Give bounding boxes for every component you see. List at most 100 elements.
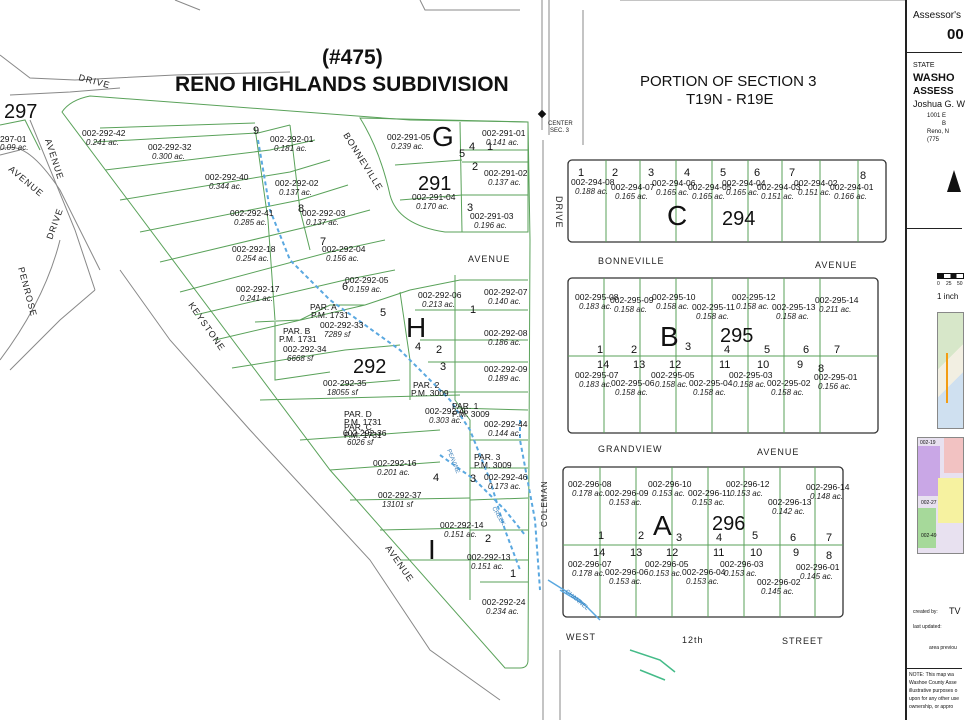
par-c-pm: P.M. 1731 [344, 430, 382, 440]
street-avenue-grand: AVENUE [757, 447, 799, 457]
note-1: NOTE: This map wa [909, 672, 954, 678]
block-letter-g: G [432, 121, 454, 152]
svg-text:2: 2 [436, 344, 442, 356]
parcel-apn: 002-295-04 [689, 378, 733, 388]
parcel-area: 0.153 ac. [692, 498, 725, 507]
parcel-area: 0.158 ac. [656, 302, 689, 311]
parcel-area: 0.153 ac. [652, 489, 685, 498]
parcel-297-01-acres: 0.09 ac. [0, 143, 28, 152]
parcel-area: 0.156 ac. [818, 382, 851, 391]
street-avenue-left2: AVENUE [7, 164, 46, 199]
svg-text:2: 2 [631, 344, 637, 356]
panel-washoe: WASHO [913, 72, 955, 84]
parcel-area: 0.153 ac. [609, 498, 642, 507]
block-296-lines [562, 466, 844, 618]
svg-text:3: 3 [440, 361, 446, 373]
parcel-apn: 002-296-10 [648, 479, 692, 489]
location-inset-map [937, 312, 964, 429]
parcel-area: 0.158 ac. [615, 388, 648, 397]
street-drive-top: DRIVE [77, 72, 111, 90]
parcel-apn: 002-292-35 [323, 378, 367, 388]
parcel-area: 0.239 ac. [391, 142, 424, 151]
township-label: T19N - R19E [686, 91, 774, 108]
svg-text:8: 8 [860, 170, 866, 182]
note-4: upon for any other use [909, 696, 960, 702]
svg-text:6: 6 [342, 281, 348, 293]
street-avenue-bonn: AVENUE [815, 260, 857, 270]
parcel-apn: 002-296-04 [682, 567, 726, 577]
scale-50: 50 [957, 281, 963, 287]
parcel-apn: 002-292-03 [302, 208, 346, 218]
parcel-apn: 002-292-05 [345, 275, 389, 285]
parcel-apn: 002-295-06 [611, 378, 655, 388]
note-3: illustrative purposes o [909, 688, 958, 694]
parcel-area: 0.170 ac. [416, 202, 449, 211]
parcel-apn: 002-296-12 [726, 479, 770, 489]
parcel-area: 0.153 ac. [686, 577, 719, 586]
parcel-apn: 002-296-07 [568, 559, 612, 569]
parcel-apn: 002-292-02 [275, 178, 319, 188]
parcel-area: 0.211 ac. [819, 305, 851, 314]
parcel-area: 7289 sf [324, 330, 351, 339]
parcel-apn: 002-296-02 [757, 577, 801, 587]
parcel-apn: 002-295-10 [652, 292, 696, 302]
parcel-apn: 002-291-03 [470, 211, 514, 221]
parcel-297-01: 297-01 [0, 134, 27, 144]
parcel-apn: 002-296-05 [645, 559, 689, 569]
block-number-292: 292 [353, 356, 386, 378]
svg-text:3: 3 [676, 532, 682, 544]
street-bonneville-diag: BONNEVILLE [341, 131, 385, 193]
block-297-lines [0, 119, 41, 156]
parcel-area: 0.137 ac. [279, 188, 312, 197]
portion-label: PORTION OF SECTION 3 [640, 73, 816, 90]
parcel-area: 0.145 ac. [761, 587, 794, 596]
street-west: WEST [566, 632, 596, 642]
parcel-area: 0.158 ac. [655, 380, 688, 389]
scale-bar [937, 273, 964, 279]
svg-text:7: 7 [789, 167, 795, 179]
parcel-labels: 002-292-420.241 ac.002-292-320.300 ac.00… [82, 128, 874, 616]
parcel-apn: 002-292-14 [440, 520, 484, 530]
parcel-apn: 002-292-45 [425, 406, 469, 416]
assessor-label: Assessor's [913, 10, 962, 21]
created-val: TV [949, 606, 961, 616]
svg-text:5: 5 [380, 307, 386, 319]
svg-text:8: 8 [298, 203, 304, 215]
par-2: PAR. 2 [413, 380, 440, 390]
parcel-apn: 002-296-01 [796, 562, 840, 572]
parcel-area: 0.158 ac. [733, 380, 766, 389]
parcel-area: 18055 sf [327, 388, 358, 397]
panel-addr2: B [942, 121, 947, 127]
parcel-apn: 002-292-16 [373, 458, 417, 468]
panel-state: STATE [913, 62, 935, 69]
parcel-apn: 002-292-44 [484, 419, 528, 429]
parcel-area: 0.186 ac. [488, 338, 521, 347]
svg-text:11: 11 [719, 359, 730, 371]
parcel-apn: 002-292-37 [378, 490, 422, 500]
parcel-apn: 002-294-03 [757, 182, 801, 192]
parcel-area: 0.141 ac. [486, 138, 519, 147]
lot-numbers: 9 8 7 6 5 4 2 3 1 5 4 1 2 3 4 3 2 1 1 2 … [253, 125, 866, 580]
parcel-apn: 002-292-01 [270, 134, 314, 144]
par-2-pm: P.M. 3009 [411, 388, 449, 398]
svg-text:1: 1 [470, 304, 476, 316]
par-c: PAR. C [344, 422, 372, 432]
panel-addr4: (775 [927, 137, 940, 143]
panel-map-no: 00 [947, 26, 964, 43]
svg-text:2: 2 [472, 161, 478, 173]
par-d: PAR. D [344, 409, 372, 419]
svg-text:10: 10 [757, 359, 769, 371]
parcel-apn: 002-294-08 [571, 177, 615, 187]
parcel-apn: 002-295-13 [772, 302, 816, 312]
parcel-area: 0.254 ac. [236, 254, 269, 263]
svg-text:13: 13 [633, 359, 645, 371]
svg-text:4: 4 [716, 532, 722, 544]
street-keystone: KEYSTONE [186, 300, 227, 352]
parcel-apn: 002-295-12 [732, 292, 776, 302]
mini-label-3: 002-49 [921, 533, 937, 539]
svg-text:9: 9 [253, 125, 259, 137]
parcel-area: 0.165 ac. [726, 188, 759, 197]
svg-text:9: 9 [793, 547, 799, 559]
svg-text:11: 11 [713, 547, 724, 559]
peavine-creek [257, 139, 676, 681]
